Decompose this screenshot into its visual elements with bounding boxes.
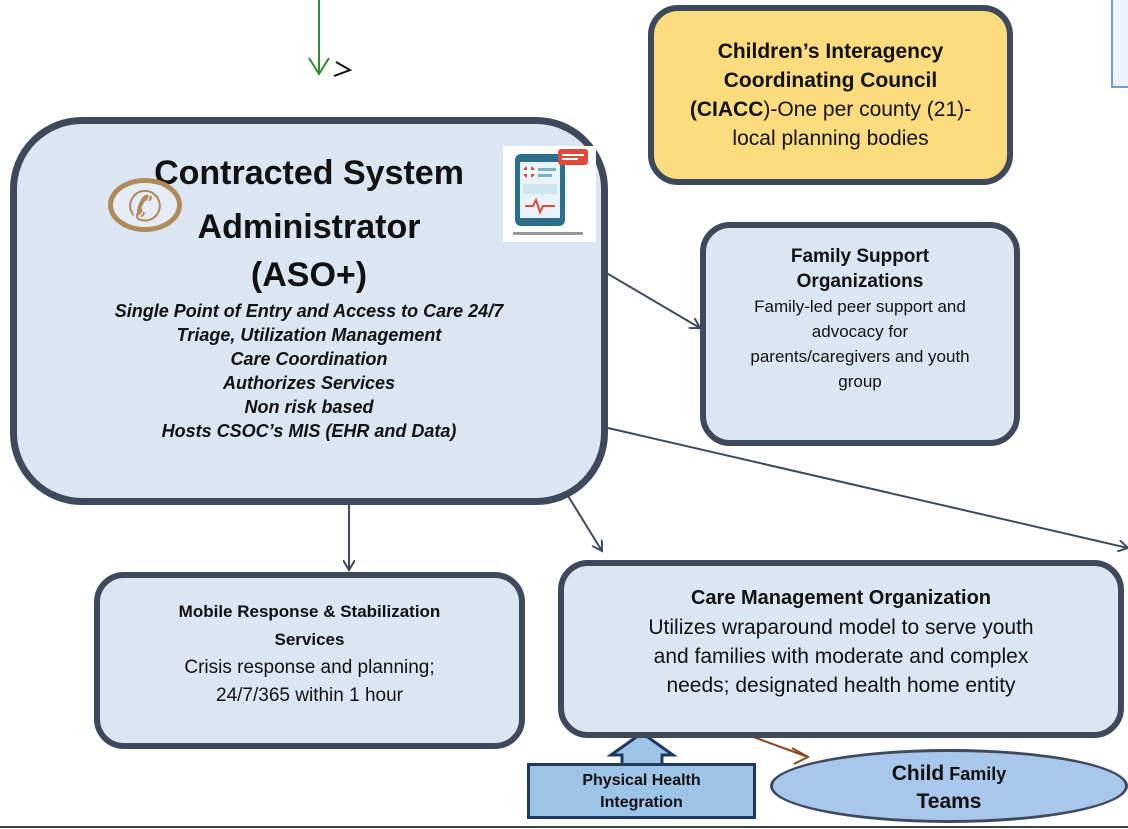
phi-line1: Physical Health [582,772,701,789]
mobile-response-box: Mobile Response & Stabilization Services… [94,572,525,749]
main-item: Care Coordination [230,349,388,369]
small-bracket-mark [333,61,353,77]
arrow-to-family-support [597,267,700,328]
offscreen-box-edge [1111,0,1128,88]
incoming-arrow-head [308,57,330,76]
main-item: Single Point of Entry and Access to Care… [114,301,504,321]
medical-tablet-icon [503,146,596,242]
mrss-title1: Mobile Response & Stabilization [178,602,441,621]
main-items-list: Single Point of Entry and Access to Care… [17,299,601,443]
cft-child: Child [891,762,945,785]
ciacc-line4: local planning bodies [732,127,929,150]
main-item: Authorizes Services [222,373,396,393]
fso-desc3: parents/caregivers and youth [750,347,970,366]
arrow-to-child-family-teams [607,427,1128,548]
ciacc-line1: Children’s Interagency [717,40,944,63]
cmo-desc2: and families with moderate and complex [653,645,1029,668]
arrow-cmo-to-teams [747,734,809,758]
mrss-desc2: 24/7/365 within 1 hour [216,685,403,706]
main-item: Triage, Utilization Management [176,325,442,345]
cmo-title: Care Management Organization [690,587,992,609]
ciacc-line2: Coordinating Council [723,69,938,92]
cft-teams: Teams [916,790,982,813]
phone-icon: ✆ [108,178,182,232]
child-family-teams-ellipse: Child Family Teams [770,749,1128,823]
ciacc-abbr: (CIACC [689,98,764,121]
ciacc-line3-rest: )-One per county (21)- [763,98,972,121]
physical-health-integration-box: Physical Health Integration [527,763,756,819]
care-management-box: Care Management Organization Utilizes wr… [558,560,1124,738]
ciacc-line3: (CIACC)-One per county (21)- [654,95,1007,124]
cmo-desc3: needs; designated health home entity [666,674,1016,697]
main-title-line3: (ASO+) [250,256,368,294]
main-item: Hosts CSOC’s MIS (EHR and Data) [161,421,457,441]
cft-line1: Child Family [773,760,1125,788]
mrss-title2: Services [274,630,345,649]
fso-desc2: advocacy for [811,322,909,341]
fso-desc4: group [838,372,882,391]
fso-title1: Family Support [790,246,930,267]
fso-title2: Organizations [796,271,924,292]
main-title-line1: Contracted System [154,154,464,192]
cmo-desc1: Utilizes wraparound model to serve youth [648,616,1034,639]
main-title-line2: Administrator [197,208,421,246]
ciacc-box: Children’s Interagency Coordinating Coun… [648,5,1013,185]
family-support-box: Family Support Organizations Family-led … [700,222,1020,446]
mrss-desc1: Crisis response and planning; [184,657,435,678]
fso-desc1: Family-led peer support and [754,297,966,316]
arrow-cmo-to-teams-head [791,747,811,765]
phi-line2: Integration [600,794,683,811]
main-item: Non risk based [244,397,374,417]
cft-family: Family [944,764,1007,784]
bottom-rule [0,826,1128,828]
